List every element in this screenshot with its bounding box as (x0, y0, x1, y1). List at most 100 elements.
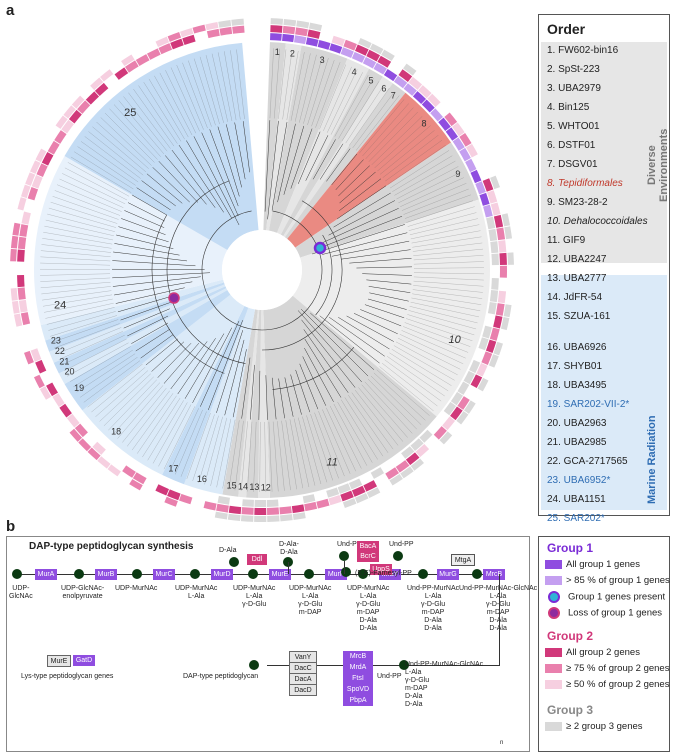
ring-g2-seg (472, 154, 484, 169)
leaf-label-line (91, 367, 146, 413)
branch-arc-5 (272, 346, 355, 390)
ring-g1-seg (150, 55, 165, 67)
group-legend: Group 1 All group 1 genes > 85 % of grou… (538, 536, 670, 752)
leaf-label-line (56, 327, 122, 354)
node-0 (12, 569, 22, 579)
leaf-label-line (43, 232, 113, 245)
clade-number-3: 3 (320, 55, 325, 65)
leaf-label-line (210, 417, 227, 486)
ring-g3-seg (33, 374, 45, 389)
branch (312, 224, 405, 255)
ring-g2-seg (366, 49, 381, 62)
branch (305, 135, 329, 181)
ring-g2-seg (395, 460, 410, 473)
ring-g1-seg (173, 46, 187, 57)
branch (367, 298, 407, 310)
branch (265, 375, 268, 420)
leaf-label-line (113, 104, 161, 157)
enzyme-stack-mrcb: MrcB (343, 651, 373, 662)
ring-g3-seg (71, 95, 85, 109)
leaf-label-line (310, 414, 333, 481)
leaf-label-line (299, 54, 317, 123)
ring-g1-seg (348, 478, 363, 490)
ring-g3-seg (46, 397, 59, 411)
ring-g1-seg (254, 499, 267, 507)
enzyme-murd: MurD (211, 569, 233, 580)
node-3 (190, 569, 200, 579)
branch (121, 218, 166, 235)
leaf-label-line (128, 92, 171, 149)
leaf-label-line (409, 306, 478, 324)
order-item-11: 11. GIF9 (547, 235, 586, 246)
ring-g1-seg (329, 43, 343, 54)
leaf-label-line (103, 376, 154, 426)
leaf-label-line (147, 400, 184, 461)
leaf-label-line (44, 298, 113, 313)
leaf-label-line (278, 49, 287, 119)
leaf-label-line (58, 331, 123, 360)
leaf-label-line (337, 401, 373, 463)
ring-g2-seg (331, 35, 345, 47)
branch (224, 339, 245, 416)
ring-g1-seg (59, 389, 72, 403)
branch (127, 315, 169, 337)
leaf-label-line (413, 267, 484, 269)
ring-g2-seg (466, 143, 478, 158)
ring-g2-seg (92, 441, 106, 455)
ring-g3-seg (471, 389, 483, 403)
clade-number-10: 10 (449, 334, 462, 346)
clade-sector-25 (34, 156, 228, 326)
leaf-label-line (397, 337, 461, 370)
ring-g2-seg (19, 224, 29, 237)
ring-g1-seg (26, 298, 36, 312)
branch (158, 161, 199, 203)
ring-g1-seg (370, 467, 385, 479)
branch-arc-1 (261, 200, 343, 351)
ring-g2-seg (23, 324, 34, 338)
branch (297, 310, 362, 383)
leaf-label-line (41, 244, 112, 253)
metab-und-pp: Und-PP (389, 541, 414, 548)
ring-g2-seg (490, 202, 501, 216)
ring-g1-seg (401, 446, 415, 459)
leaf-label-line (303, 56, 323, 124)
branch (278, 378, 285, 419)
ring-g2-seg (415, 444, 430, 458)
leaf-label-line (355, 390, 399, 446)
leaf-label-line (374, 120, 427, 168)
leaf-label-line (194, 58, 216, 126)
ring-g3-seg (267, 515, 280, 522)
metab-d-ala: D-Ala (219, 547, 237, 554)
branch (141, 180, 176, 207)
branch (338, 317, 390, 350)
leaf-label-line (138, 85, 178, 144)
leaf-label-line (338, 78, 374, 139)
leaf-label-line (165, 70, 196, 134)
order-item-7: 7. DSGV01 (547, 159, 598, 170)
ring-g1-seg (25, 250, 33, 262)
ring-g3-seg (507, 252, 514, 265)
ring-g3-seg (176, 501, 191, 511)
leaf-label-line (395, 341, 458, 376)
branch (140, 334, 174, 359)
leaf-label-line (100, 117, 152, 166)
ring-g1-seg (393, 75, 408, 89)
ring-g1-seg (25, 237, 35, 250)
ring-g2-seg (77, 100, 91, 114)
branch (114, 281, 193, 296)
ring-g3-seg (227, 513, 241, 522)
leaf-label-line (382, 363, 438, 407)
clade-number-7: 7 (391, 90, 396, 100)
clade-number-13: 13 (249, 482, 259, 492)
ring-g1-seg (452, 137, 465, 151)
ring-g2-seg (228, 505, 242, 515)
loop-n-label: n (500, 740, 504, 746)
ring-g2-seg (232, 25, 245, 34)
clade-number-12: 12 (261, 482, 271, 492)
ring-g1-seg (170, 482, 184, 493)
leaf-label-line (158, 404, 192, 467)
clade-number-24: 24 (54, 300, 66, 312)
ring-g3-seg (254, 515, 267, 522)
branch (267, 120, 279, 220)
leaf-label-line (315, 62, 341, 128)
